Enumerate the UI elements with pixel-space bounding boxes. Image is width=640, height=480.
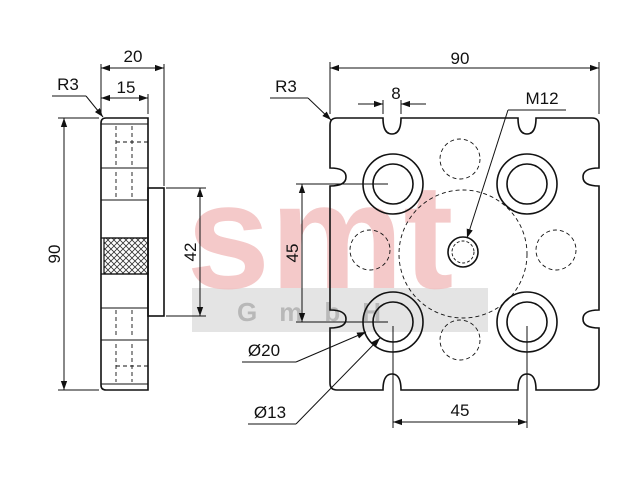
side-view: [100, 117, 165, 391]
dim-side-width: 20: [124, 47, 143, 66]
dim-side-height: 90: [45, 245, 64, 264]
front-dimensions: 90 8 R3 M12 45 45 Ø20 Ø13: [242, 49, 600, 428]
dim-side-inner: 15: [117, 78, 136, 97]
side-thread-knurl: [103, 237, 149, 275]
watermark: smt GmbH: [187, 152, 488, 332]
dim-front-slot: 8: [391, 84, 400, 103]
hole-top-right: [496, 153, 558, 215]
dim-side-radius: R3: [57, 75, 79, 94]
front-plate-outline: [329, 117, 600, 391]
dim-front-thread: M12: [525, 89, 558, 108]
dim-front-width: 90: [451, 49, 470, 68]
side-dimensions: 20 15 R3 90 42: [45, 47, 206, 391]
hidden-features: [349, 138, 577, 361]
side-hub: [147, 187, 165, 317]
side-plate-outline: [100, 117, 149, 391]
dim-hole-inner: Ø13: [254, 403, 286, 422]
watermark-brand: smt: [187, 152, 454, 320]
dim-hole-outer: Ø20: [248, 341, 280, 360]
dim-front-horizontal: 45: [451, 401, 470, 420]
dim-side-hub: 42: [181, 243, 200, 262]
dim-front-vertical: 45: [283, 244, 302, 263]
watermark-band: [192, 288, 488, 332]
dim-front-radius: R3: [275, 77, 297, 96]
center-thread-hole: [447, 236, 479, 268]
